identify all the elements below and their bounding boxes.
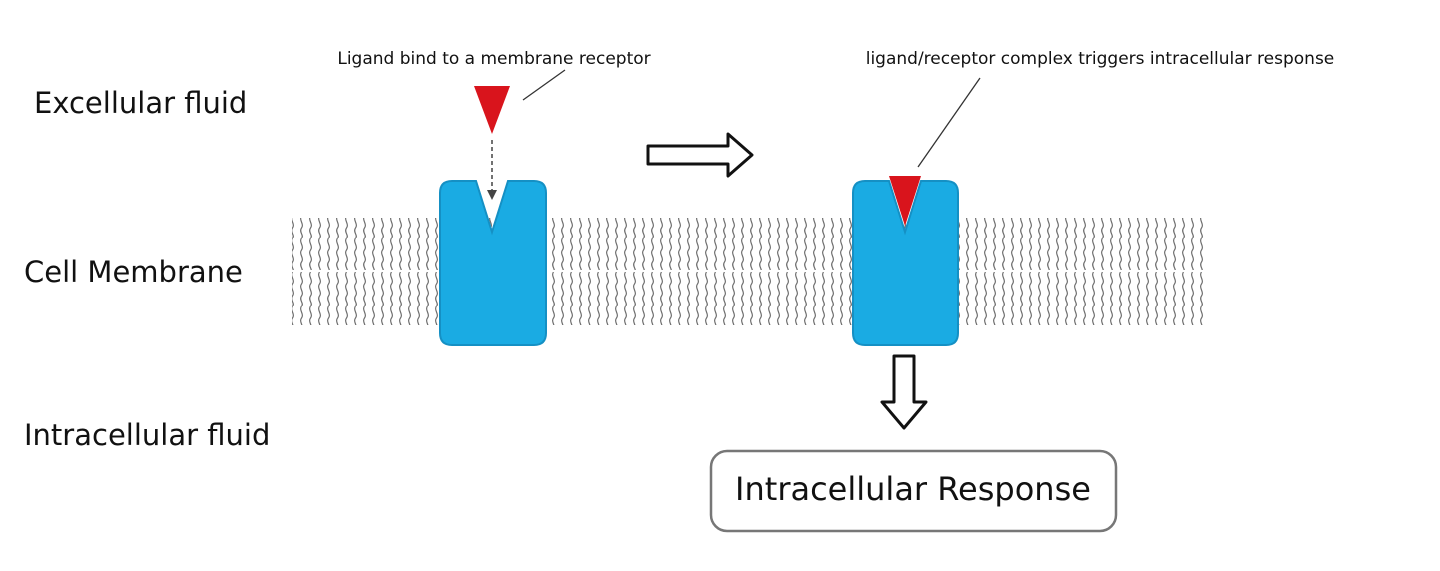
receptor-bound (852, 180, 959, 346)
response-box (709, 449, 1118, 533)
ligand-bound (889, 176, 921, 226)
receptor-unbound (439, 180, 547, 346)
binding-arrow (487, 140, 497, 200)
down-arrow-outline-icon (880, 354, 928, 430)
intracellular-label: Intracellular fluid (24, 418, 270, 452)
response-box-label: Intracellular Response (735, 470, 1091, 508)
callout-binding: Ligand bind to a membrane receptor (337, 49, 650, 69)
callout-complex: ligand/receptor complex triggers intrace… (866, 49, 1335, 69)
ligand-free (474, 86, 510, 134)
callout-line-complex (917, 77, 981, 168)
cell-membrane (292, 218, 1207, 325)
extracellular-label: Excellular fluid (34, 86, 247, 120)
membrane-label: Cell Membrane (24, 255, 243, 289)
right-arrow-outline-icon (646, 132, 754, 178)
callout-line-binding (522, 69, 566, 101)
